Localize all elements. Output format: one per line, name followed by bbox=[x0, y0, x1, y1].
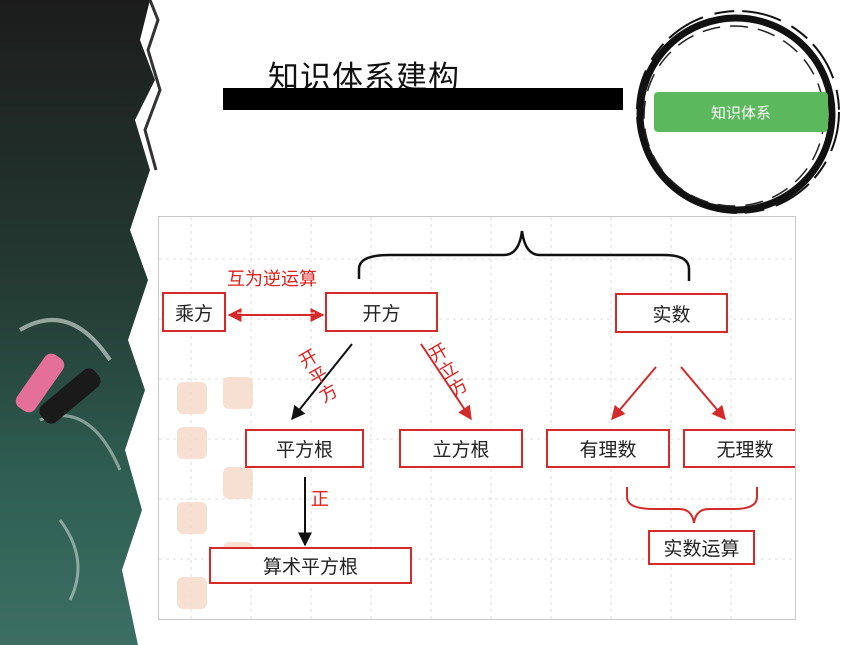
bottom-brace bbox=[626, 487, 758, 524]
chalkboard-decoration bbox=[0, 0, 162, 645]
arrow-to-irrational bbox=[680, 366, 726, 421]
top-brace bbox=[357, 230, 691, 281]
label-inverse-operations: 互为逆运算 bbox=[227, 269, 317, 290]
arrow-to-rational bbox=[611, 366, 657, 421]
node-cube-root: 立方根 bbox=[399, 429, 523, 468]
arrow-to-square-root bbox=[291, 343, 353, 421]
node-rational: 有理数 bbox=[546, 429, 670, 468]
label-positive: 正 bbox=[311, 489, 329, 510]
title-underline-bar bbox=[223, 88, 623, 110]
concept-map-panel: 乘方 开方 实数 平方根 立方根 有理数 无理数 算术平方根 实数运算 互为逆运… bbox=[158, 216, 796, 620]
node-power: 乘方 bbox=[162, 292, 226, 332]
node-root-extraction: 开方 bbox=[325, 292, 438, 332]
node-irrational: 无理数 bbox=[683, 429, 795, 468]
node-real-numbers: 实数 bbox=[615, 293, 728, 333]
node-arithmetic-square-root: 算术平方根 bbox=[209, 547, 412, 584]
knowledge-system-button[interactable]: 知识体系 bbox=[654, 92, 828, 132]
node-real-operations: 实数运算 bbox=[648, 530, 755, 565]
arrow-to-cube-root bbox=[420, 343, 472, 421]
node-square-root: 平方根 bbox=[245, 429, 364, 468]
